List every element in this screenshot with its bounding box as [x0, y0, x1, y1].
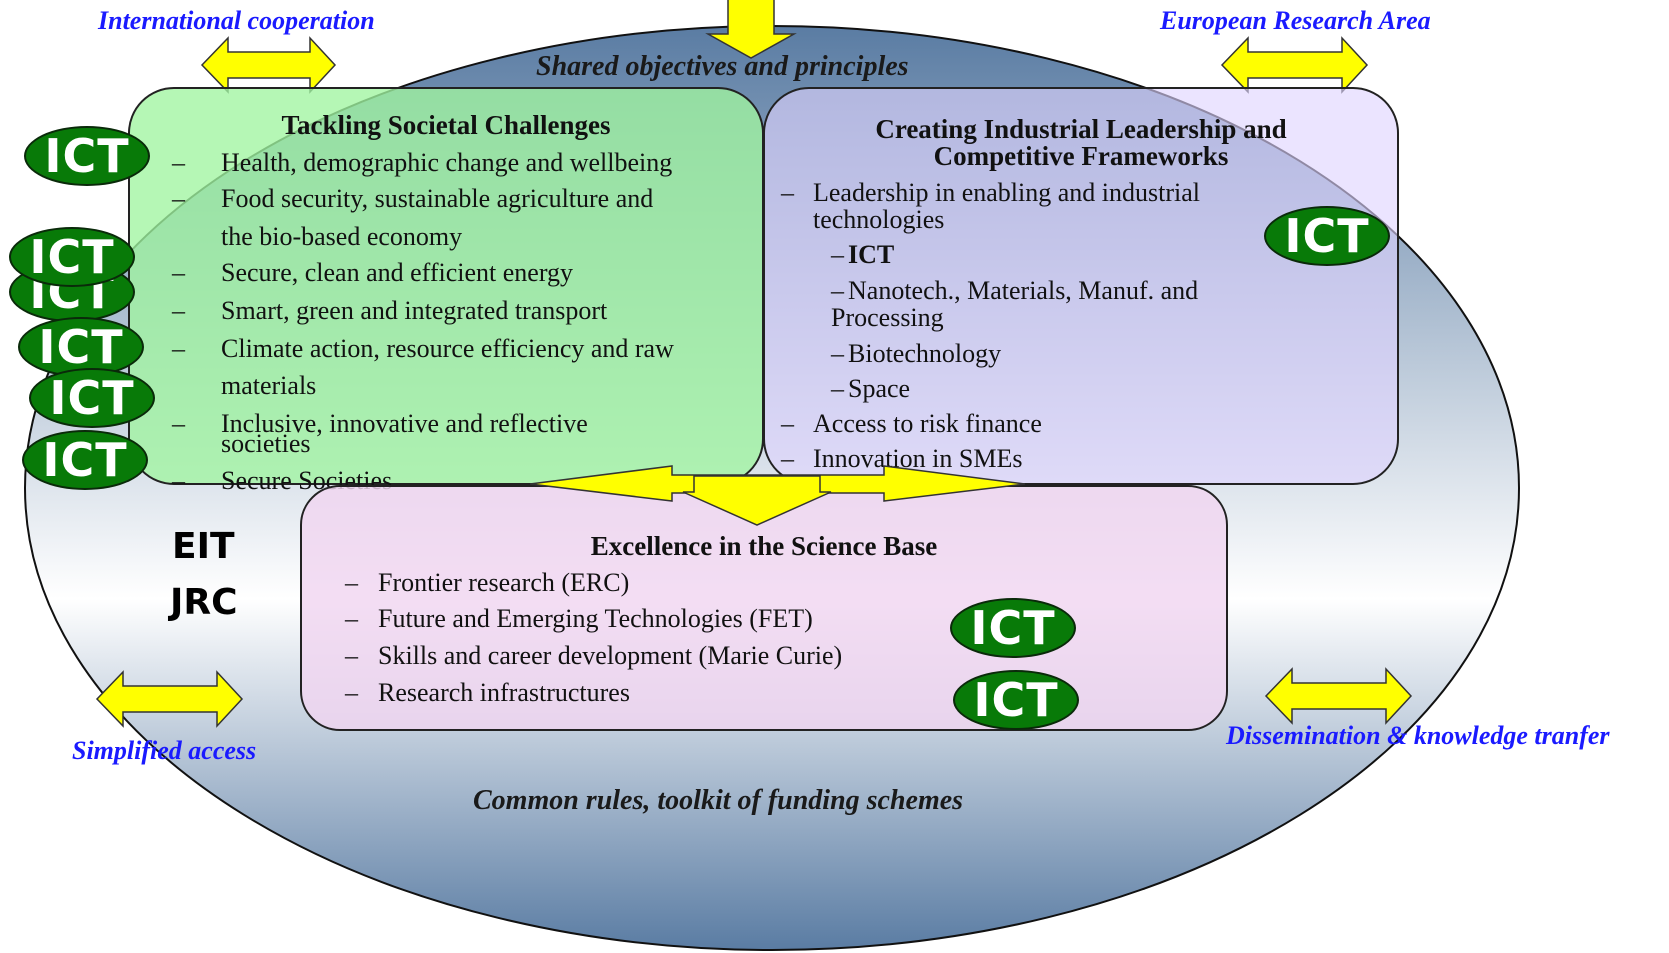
science-title: Excellence in the Science Base [590, 531, 938, 561]
down-arrow-top-icon [705, 0, 797, 59]
down-arrow-center-icon [682, 475, 832, 526]
bullet-dash: – [172, 258, 185, 287]
list-item: Frontier research (ERC) [378, 568, 630, 597]
list-item: Climate action, resource efficiency and … [221, 334, 674, 363]
ict-badge: ICT [950, 598, 1076, 658]
list-item: materials [221, 371, 317, 400]
list-item: Access to risk finance [813, 409, 1042, 438]
science-base-box [300, 485, 1228, 731]
ict-badge: ICT [1264, 206, 1390, 266]
list-item: Inclusive, innovative and reflective [221, 409, 588, 438]
bullet-dash: – [831, 339, 844, 368]
simplified-access-label: Simplified access [72, 736, 257, 765]
industrial-title-line1: Creating Industrial Leadership and [875, 114, 1287, 144]
industrial-title-line2: Competitive Frameworks [933, 141, 1229, 171]
bullet-dash: – [172, 184, 185, 213]
sub-item-ict: ICT [848, 240, 895, 269]
sub-item: Processing [831, 303, 944, 332]
bullet-dash: – [831, 374, 844, 403]
list-item: Leadership in enabling and industrial [813, 178, 1201, 207]
ict-badge: ICT [18, 317, 144, 377]
list-item: societies [221, 429, 311, 458]
list-item: Secure, clean and efficient energy [221, 258, 574, 287]
list-item: technologies [813, 205, 945, 234]
list-item: Skills and career development (Marie Cur… [378, 641, 843, 670]
double-arrow-top-right-icon [1220, 36, 1369, 94]
societal-title: Tackling Societal Challenges [281, 110, 611, 140]
ict-badge: ICT [24, 126, 150, 186]
jrc-label: JRC [170, 582, 238, 623]
bullet-dash: – [831, 240, 844, 269]
bullet-dash: – [172, 334, 185, 363]
double-arrow-bottom-left-icon [95, 670, 244, 728]
list-item: Food security, sustainable agriculture a… [221, 184, 654, 213]
industrial-leadership-box [763, 87, 1399, 485]
sub-item: Space [848, 374, 911, 403]
dissemination-label: Dissemination & knowledge tranfer [1226, 721, 1610, 750]
bullet-dash: – [345, 678, 358, 707]
list-item: Research infrastructures [378, 678, 630, 707]
ict-badge: ICT [9, 227, 135, 287]
list-item: the bio-based economy [221, 222, 463, 251]
international-cooperation-label: International cooperation [98, 6, 375, 35]
bullet-dash: – [172, 296, 185, 325]
list-item: Future and Emerging Technologies (FET) [378, 604, 813, 633]
bullet-dash: – [345, 641, 358, 670]
ict-badge: ICT [22, 430, 148, 490]
bullet-dash: – [172, 466, 185, 495]
double-arrow-bottom-right-icon [1264, 667, 1413, 725]
sub-item: Biotechnology [848, 339, 1002, 368]
ict-badge: ICT [29, 368, 155, 428]
list-item: Innovation in SMEs [813, 444, 1023, 473]
eit-label: EIT [172, 526, 235, 567]
common-rules-label: Common rules, toolkit of funding schemes [473, 785, 964, 816]
bullet-dash: – [781, 178, 794, 207]
shared-objectives-label: Shared objectives and principles [536, 51, 909, 82]
list-item: Health, demographic change and wellbeing [221, 148, 673, 177]
double-arrow-top-left-icon [200, 36, 337, 94]
societal-challenges-box [128, 87, 764, 485]
bullet-dash: – [345, 568, 358, 597]
bullet-dash: – [345, 604, 358, 633]
sub-item: Nanotech., Materials, Manuf. and [848, 276, 1199, 305]
bullet-dash: – [831, 276, 844, 305]
list-item: Smart, green and integrated transport [221, 296, 608, 325]
bullet-dash: – [781, 444, 794, 473]
bullet-dash: – [172, 409, 185, 438]
bullet-dash: – [172, 148, 185, 177]
ict-badge: ICT [953, 670, 1079, 730]
european-research-area-label: European Research Area [1160, 6, 1431, 35]
bullet-dash: – [781, 409, 794, 438]
